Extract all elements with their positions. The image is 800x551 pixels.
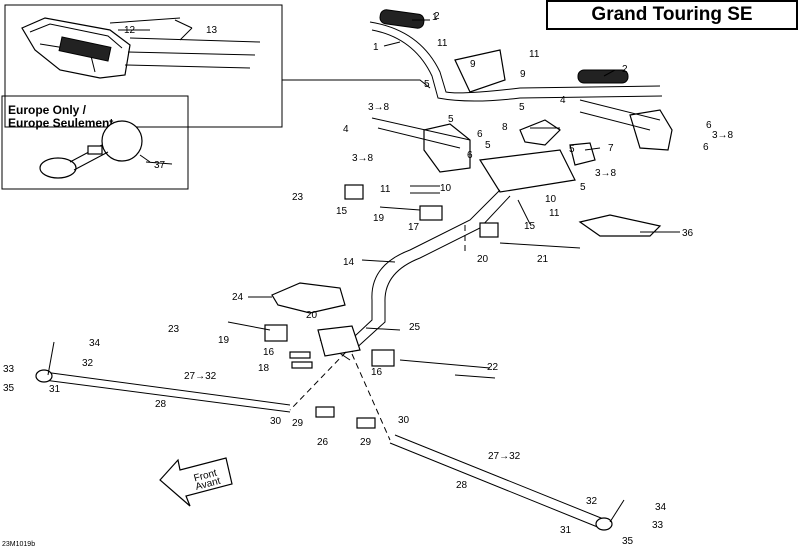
callout: 27→32: [184, 371, 217, 382]
callout: 8: [502, 122, 508, 133]
dashed-lines: [289, 225, 466, 441]
callout: 4: [343, 124, 349, 135]
callout: 11: [380, 184, 391, 195]
callout: 26: [317, 437, 329, 448]
callout: 34: [655, 502, 667, 513]
drawing-code: 23M1019b: [2, 541, 36, 548]
callout: 1: [432, 12, 438, 23]
callout: 5: [569, 144, 575, 155]
handlebar-part: [369, 9, 663, 102]
callout: 32: [82, 358, 94, 369]
callout: 3→8: [595, 168, 617, 179]
callout: 21: [537, 254, 549, 265]
grip-left: [379, 9, 425, 29]
callout: 10: [440, 183, 452, 194]
callout: 22: [487, 362, 499, 373]
callout: 33: [652, 520, 664, 531]
callout: 35: [622, 536, 634, 547]
callout: 12: [124, 25, 136, 36]
callout: 15: [336, 206, 348, 217]
callout: 2: [434, 11, 440, 22]
callout: 30: [270, 416, 282, 427]
callout: 17: [408, 222, 420, 233]
callout: 10: [545, 194, 557, 205]
callout: 19: [218, 335, 230, 346]
inset-leader: [282, 79, 431, 89]
steering-column-part: [339, 189, 511, 353]
callout: 31: [49, 384, 61, 395]
bolts: [227, 185, 581, 379]
callout: 16: [371, 367, 383, 378]
callout: 15: [524, 221, 536, 232]
callout: 2: [622, 64, 628, 75]
callout: 6: [477, 129, 483, 140]
callout: 7: [608, 143, 614, 154]
inset-label-line1: Europe Only /: [8, 103, 87, 117]
callout: 1: [373, 42, 379, 53]
bracket-36: [578, 214, 662, 237]
callout: 28: [456, 480, 468, 491]
callout: 6: [706, 120, 712, 131]
callout: 31: [560, 525, 572, 536]
tie-rods: [35, 341, 625, 531]
callout: 5: [424, 79, 430, 90]
callout: 5: [519, 102, 525, 113]
callout: 14: [343, 257, 355, 268]
callout: 3→8: [712, 130, 734, 141]
callout: 11: [437, 38, 448, 49]
front-arrow: Front Avant: [159, 457, 233, 507]
callout: 30: [398, 415, 410, 426]
callout: 6: [467, 150, 473, 161]
callout: 25: [409, 322, 421, 333]
callout: 37: [154, 160, 166, 171]
callout: 28: [155, 399, 167, 410]
callout: 20: [477, 254, 489, 265]
callout: 11: [549, 208, 560, 219]
diagram-title: Grand Touring SE: [546, 0, 798, 30]
callout: 3→8: [368, 102, 390, 113]
callout: 36: [682, 228, 694, 239]
callout: 5: [448, 114, 454, 125]
callout: 29: [292, 418, 304, 429]
callout: 27→32: [488, 451, 521, 462]
callout: 24: [232, 292, 244, 303]
cover-plate-24: [271, 282, 346, 314]
callout: 32: [586, 496, 598, 507]
callout: 33: [3, 364, 15, 375]
callout: 19: [373, 213, 385, 224]
grip-right: [577, 69, 629, 84]
callout: 13: [206, 25, 218, 36]
callout: 16: [263, 347, 275, 358]
inset-label-line2: Europe Seulement: [8, 116, 114, 130]
callout: 29: [360, 437, 372, 448]
callout: 34: [89, 338, 101, 349]
callout: 6: [703, 142, 709, 153]
column-clamps: [264, 184, 499, 369]
callout: 5: [580, 182, 586, 193]
inset-box-europe: [1, 95, 189, 190]
callout: 4: [560, 95, 566, 106]
inset-label: Europe Only / Europe Seulement: [8, 104, 113, 130]
callout: 3→8: [352, 153, 374, 164]
callouts: 1 1 2 2 3→8 3→8 3→8 3→8 4 4 5 5 5 5 5 5 …: [3, 11, 734, 547]
callout: 5: [485, 140, 491, 151]
handguard-part: [21, 17, 261, 79]
callout: 23: [168, 324, 180, 335]
horn-part: [39, 120, 151, 179]
callout-leaders: [118, 19, 680, 298]
callout: 23: [292, 192, 304, 203]
callout: 35: [3, 383, 15, 394]
callout: 9: [520, 69, 526, 80]
callout: 18: [258, 363, 270, 374]
callout: 11: [529, 49, 540, 60]
callout: 9: [470, 59, 476, 70]
inset-box-handguard: [4, 4, 283, 128]
riser-assembly: [371, 49, 673, 193]
callout: 20: [306, 310, 318, 321]
